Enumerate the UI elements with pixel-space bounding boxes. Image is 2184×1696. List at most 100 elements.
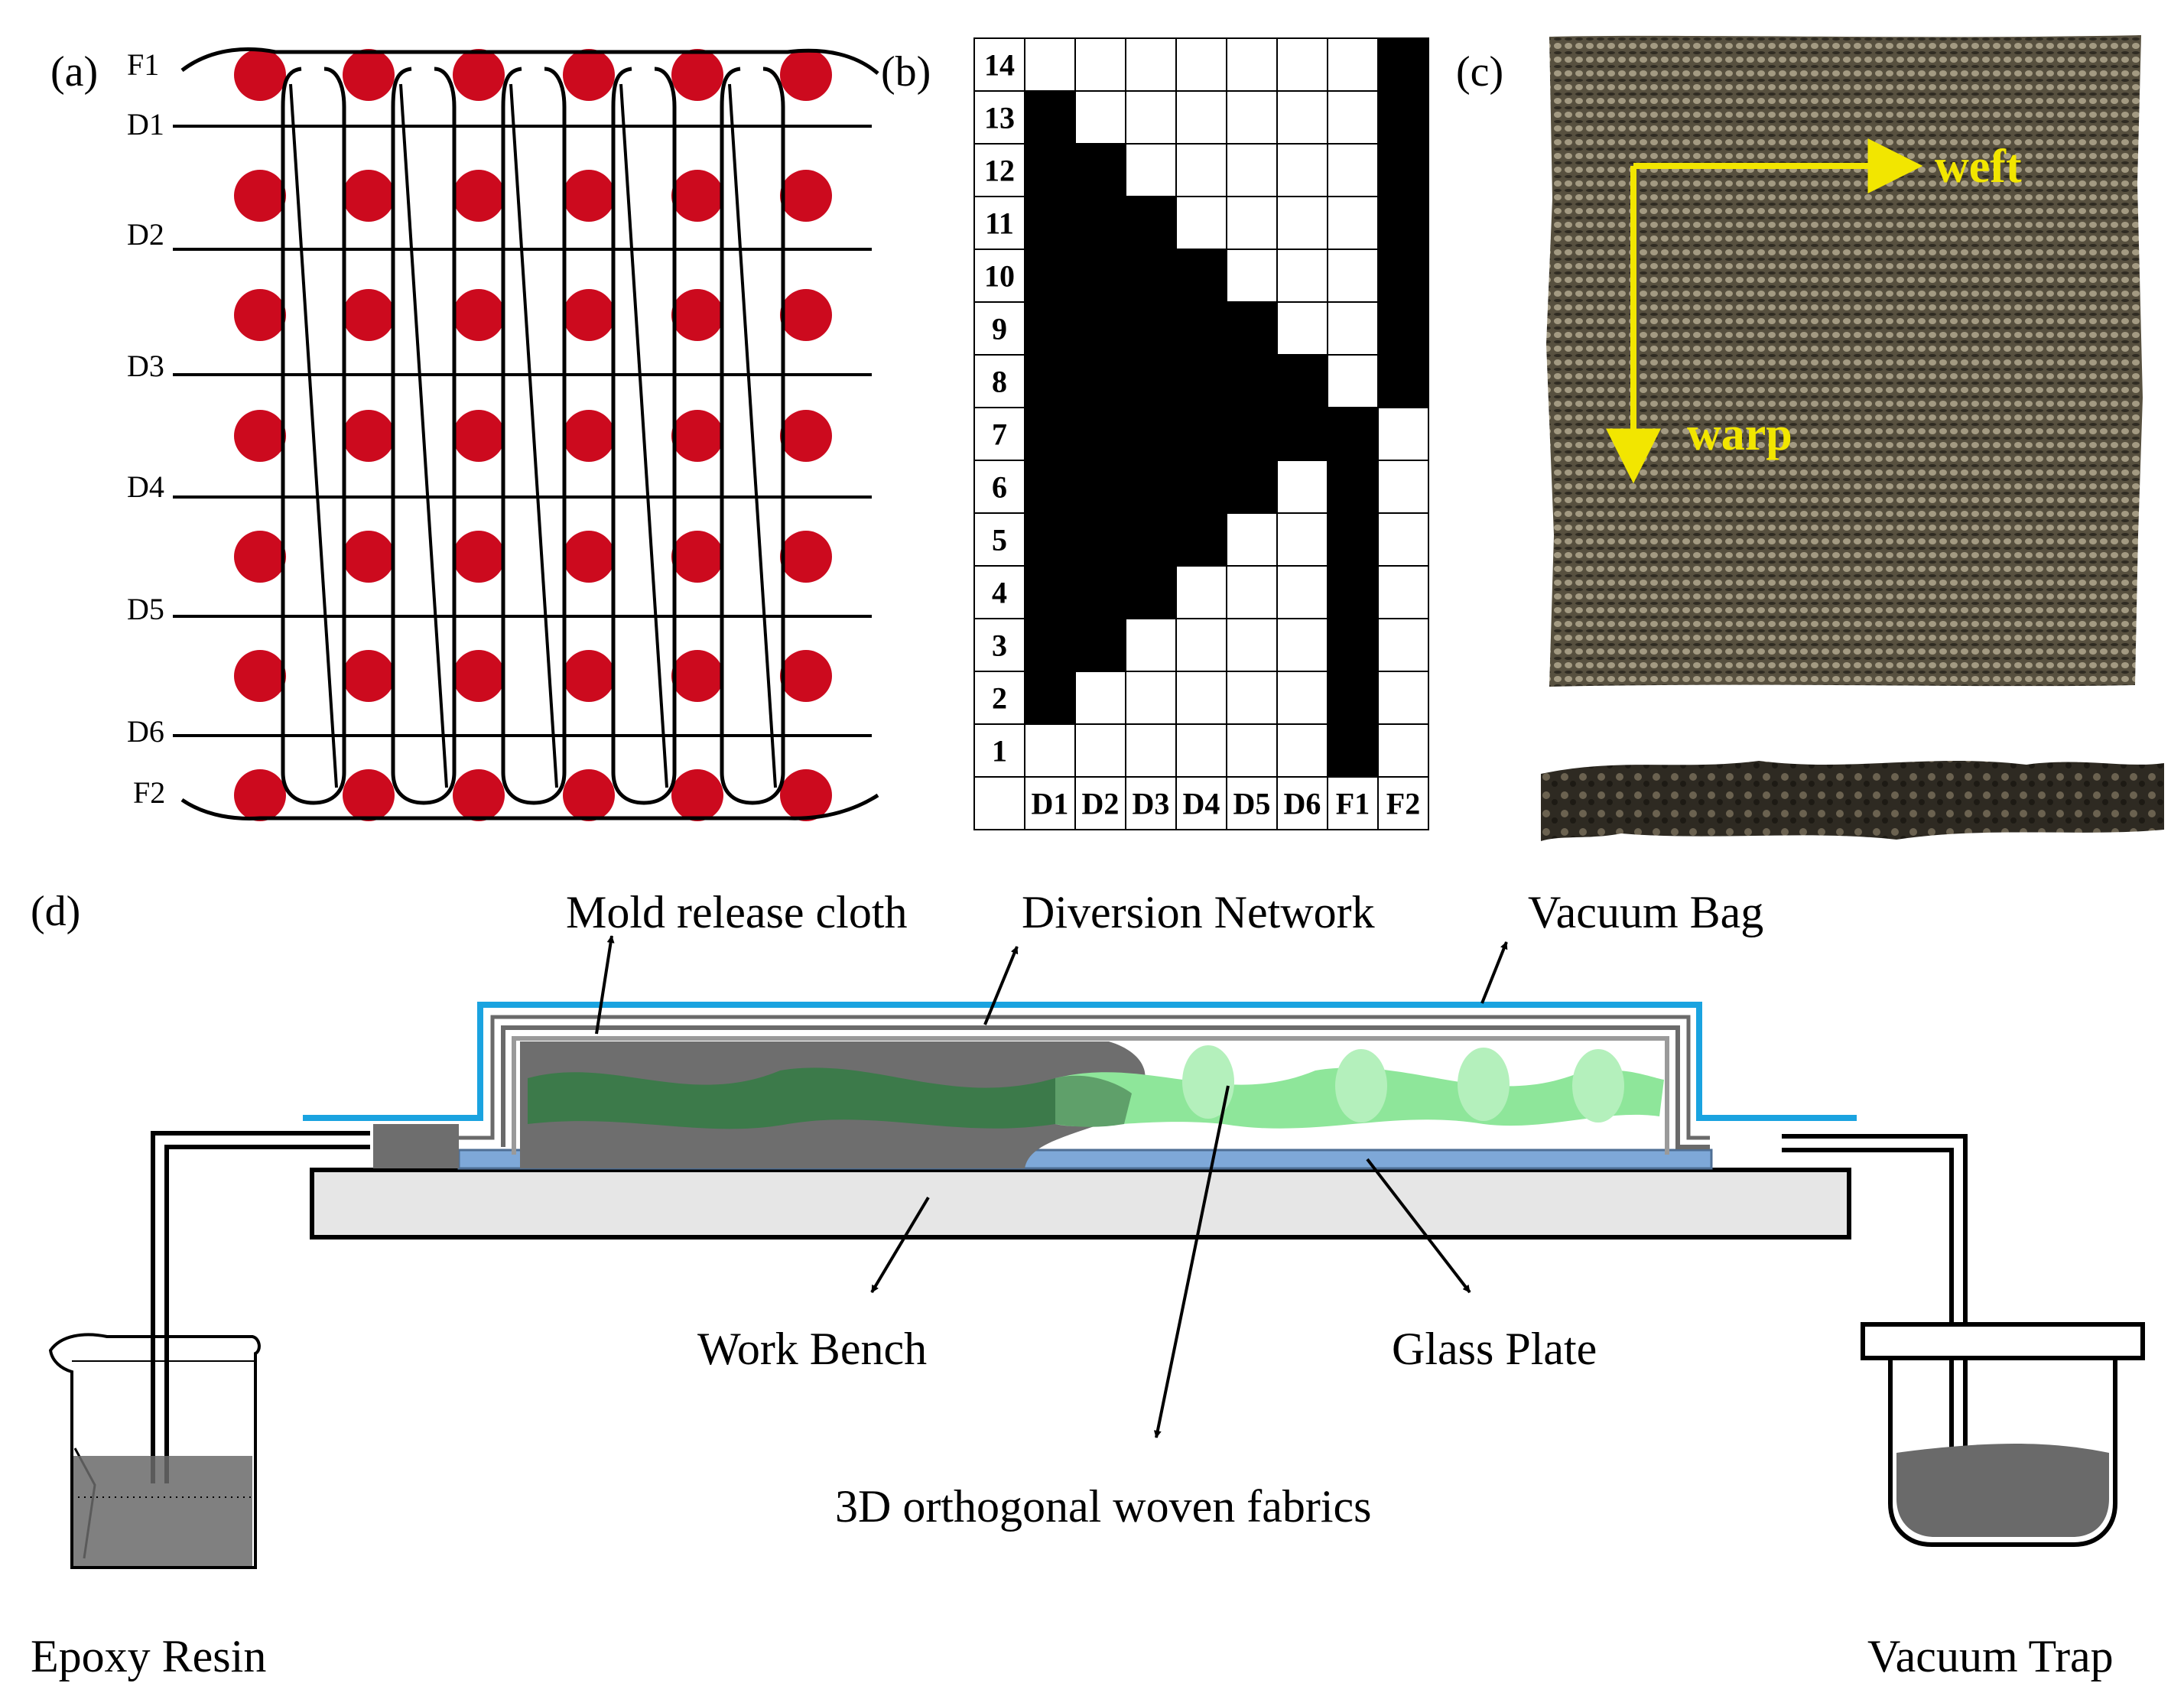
mold-release-cloth [512, 1036, 1669, 1155]
lift-cell-up [1074, 565, 1126, 619]
lift-cell-up [1024, 512, 1076, 567]
yarn-dot [453, 289, 505, 341]
column-label-d3: D3 [1133, 787, 1170, 821]
arrow-mold-release-cloth [595, 935, 615, 1035]
row-number: 5 [992, 523, 1007, 557]
row-number: 9 [992, 312, 1007, 346]
binder-top-f1 [180, 47, 879, 75]
lift-cell-up [1074, 460, 1126, 514]
vacuum-trap [1861, 1322, 2145, 1547]
yarn-dot [780, 410, 832, 462]
label-3d-fabrics: 3D orthogonal woven fabrics [835, 1481, 1371, 1532]
lift-cell-up [1226, 354, 1278, 408]
epoxy-resin-beaker [48, 1333, 261, 1569]
yarn-dot [234, 410, 286, 462]
lift-cell-up [1024, 143, 1076, 197]
lift-cell-up [1024, 460, 1076, 514]
lift-cell-down [1276, 512, 1328, 567]
lift-cell-up [1276, 354, 1328, 408]
lift-cell-up [1377, 354, 1429, 408]
lift-cell-up [1074, 143, 1126, 197]
lift-cell-up [1024, 354, 1076, 408]
column-label-f1: F1 [1336, 787, 1370, 821]
lift-cell-down [1276, 143, 1328, 197]
binder-loop [720, 67, 785, 805]
lift-cell-down [1327, 37, 1379, 92]
yarn-dot [563, 650, 615, 702]
lift-cell-down [1276, 618, 1328, 672]
lift-cell-down [1327, 143, 1379, 197]
lift-cell-up [1377, 249, 1429, 303]
lift-cell-up [1226, 407, 1278, 461]
yarn-dot [671, 289, 723, 341]
binder-cross [728, 83, 777, 788]
lift-cell-up [1175, 301, 1227, 356]
yarn-dot [671, 410, 723, 462]
yarn-dot [780, 769, 832, 821]
lift-cell-up [1074, 249, 1126, 303]
lift-cell-down [1175, 618, 1227, 672]
lift-cell-up [1327, 565, 1379, 619]
lift-cell-down [1226, 143, 1278, 197]
column-label-cell [1276, 776, 1328, 830]
lift-cell-up [1024, 671, 1076, 725]
yarn-dot [234, 769, 286, 821]
lift-cell-down [1175, 723, 1227, 778]
lift-cell-down [1226, 618, 1278, 672]
label-mold-release-cloth: Mold release cloth [566, 887, 908, 937]
lift-cell-down [1276, 37, 1328, 92]
column-label-cell [1226, 776, 1278, 830]
bag-seal [459, 1015, 1710, 1140]
yarn-dot [563, 289, 615, 341]
binder-cross [399, 83, 448, 788]
yarn-dot [234, 170, 286, 222]
row-number-cell [973, 143, 1025, 197]
lift-cell-down [1175, 671, 1227, 725]
yarn-dot [234, 49, 286, 101]
column-label-d6: D6 [1284, 787, 1321, 821]
lift-cell-down [1327, 90, 1379, 145]
resin-inlet-block [373, 1124, 459, 1168]
row-number: 8 [992, 365, 1007, 399]
row-label-f2: F2 [133, 775, 165, 810]
lift-cell-up [1125, 196, 1177, 250]
panel-a-weft-lines [173, 125, 872, 737]
column-label-cell [1024, 776, 1076, 830]
lift-cell-down [1327, 249, 1379, 303]
binder-cross [509, 83, 558, 788]
yarn-dot [563, 531, 615, 583]
lift-cell-up [1074, 196, 1126, 250]
column-label-f2: F2 [1386, 787, 1420, 821]
row-number: 11 [985, 206, 1014, 241]
arrow-3d-fabrics [1153, 1085, 1230, 1438]
panel-a-label: (a) [50, 48, 98, 96]
row-number-cell [973, 301, 1025, 356]
yarn-dot [234, 531, 286, 583]
row-label-d4: D4 [127, 469, 164, 504]
lift-cell-up [1125, 512, 1177, 567]
lift-cell-down [1327, 354, 1379, 408]
lift-cell-up [1125, 249, 1177, 303]
lift-cell-up [1024, 90, 1076, 145]
binder-loop [391, 67, 457, 805]
lift-cell-down [1175, 90, 1227, 145]
lift-cell-up [1074, 512, 1126, 567]
yarn-dot [671, 170, 723, 222]
lift-cell-up [1024, 249, 1076, 303]
yarn-dot [343, 49, 395, 101]
lift-cell-down [1377, 460, 1429, 514]
label-vacuum-trap: Vacuum Trap [1867, 1631, 2114, 1681]
lift-cell-up [1226, 460, 1278, 514]
lift-cell-up [1175, 407, 1227, 461]
lift-cell-down [1327, 301, 1379, 356]
lift-cell-up [1377, 90, 1429, 145]
row-label-d5: D5 [127, 592, 164, 626]
binder-loop [281, 67, 346, 805]
lift-cell-up [1327, 723, 1379, 778]
wet-fabric-preform [528, 1067, 1055, 1129]
lift-cell-up [1276, 407, 1328, 461]
row-number-cell [973, 354, 1025, 408]
lift-cell-up [1125, 354, 1177, 408]
fabric-top-view [1546, 35, 2143, 687]
